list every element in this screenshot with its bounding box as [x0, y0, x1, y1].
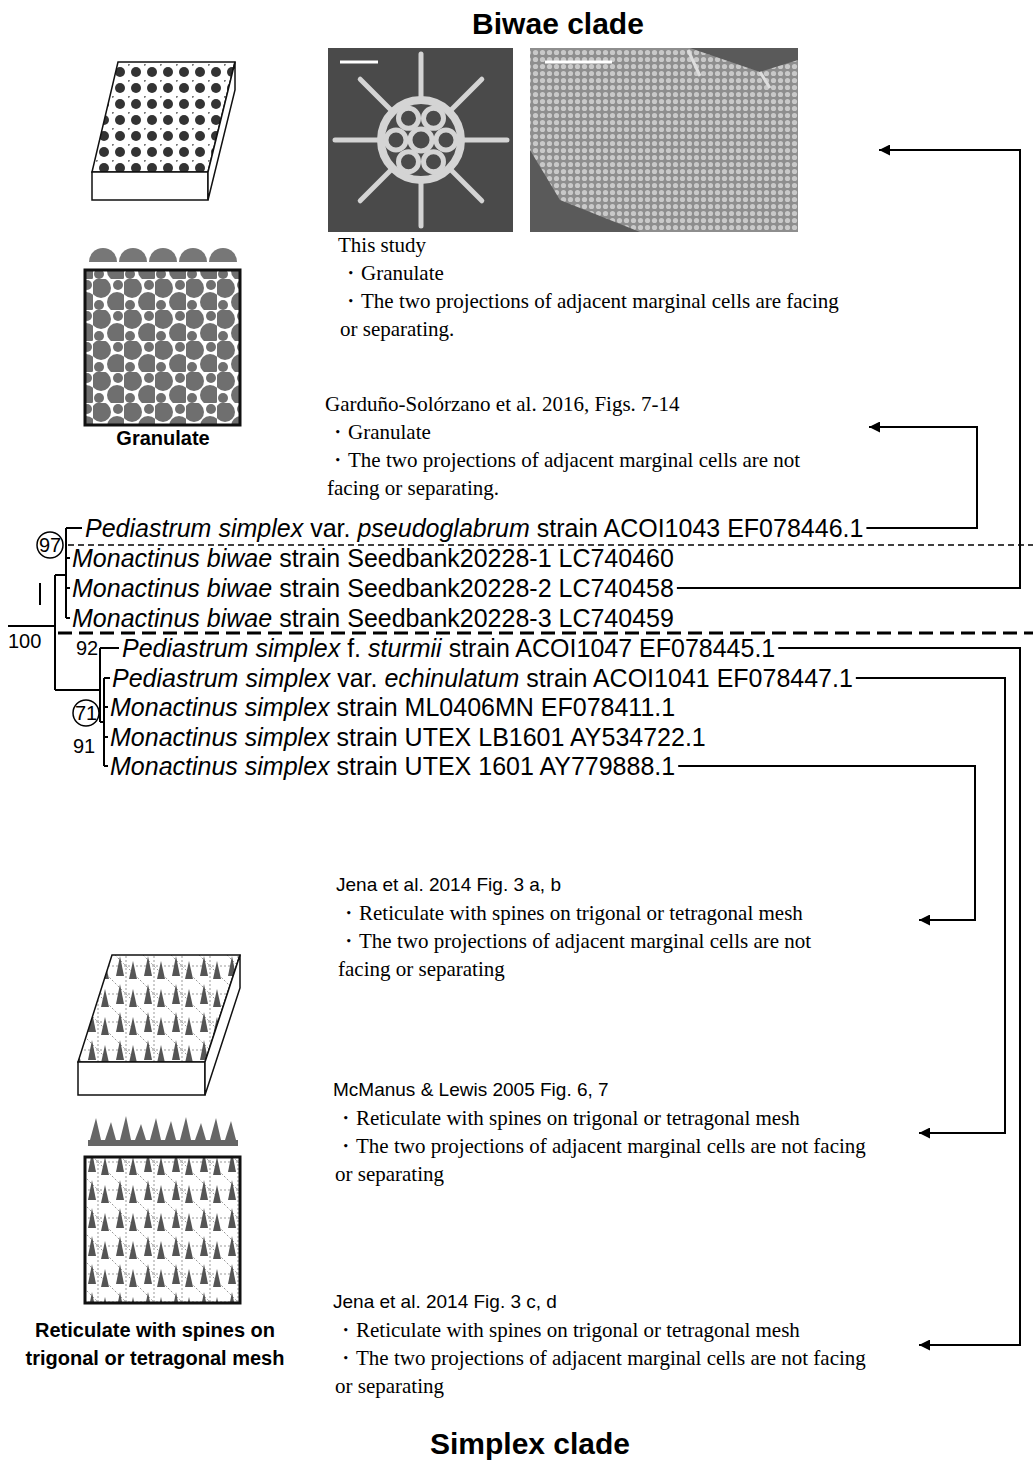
bootstrap-value: 100 — [8, 631, 41, 651]
character-note: ・The two projections of adjacent margina… — [325, 446, 843, 502]
taxon-text: Pediastrum simplex — [112, 664, 330, 692]
taxon-text: Monactinus simplex — [110, 752, 330, 780]
character-note: ・The two projections of adjacent margina… — [333, 1344, 868, 1400]
taxon-text: Monactinus simplex — [110, 693, 330, 721]
character-note: ・Granulate — [338, 259, 853, 287]
description-block: McManus & Lewis 2005 Fig. 6, 7・Reticulat… — [333, 1076, 918, 1188]
bootstrap-value: 92 — [76, 638, 98, 658]
character-note: ・The two projections of adjacent margina… — [336, 927, 862, 983]
taxon-label: Monactinus biwaestrain Seedbank20228-1 L… — [72, 544, 674, 572]
taxon-text: var. — [337, 664, 377, 692]
reticulate-block — [78, 955, 240, 1095]
taxon-text: Monactinus simplex — [110, 723, 330, 751]
taxon-text: echinulatum — [384, 664, 519, 692]
taxon-text: strain UTEX LB1601 AY534722.1 — [337, 723, 706, 751]
sem-photo — [328, 48, 513, 232]
cell-surface — [530, 48, 798, 232]
taxon-text: pseudoglabrum — [357, 514, 529, 542]
bootstrap-value: 97 — [39, 535, 61, 555]
illustration-caption: Reticulate with spines on trigonal or te… — [24, 1316, 286, 1372]
taxon-text: Monactinus biwae — [72, 544, 272, 572]
taxon-text: strain ACOI1041 EF078447.1 — [526, 664, 853, 692]
citation-heading: Jena et al. 2014 Fig. 3 a, b — [336, 871, 862, 899]
character-note: ・Reticulate with spines on trigonal or t… — [333, 1316, 868, 1344]
taxon-text: Monactinus biwae — [72, 574, 272, 602]
description-block: Jena et al. 2014 Fig. 3 a, b・Reticulate … — [336, 871, 918, 983]
taxon-text: strain Seedbank20228-1 LC740460 — [279, 544, 674, 572]
bootstrap-value: 71 — [75, 703, 97, 723]
spine-profile — [88, 1116, 238, 1146]
taxon-text: Pediastrum simplex — [122, 634, 340, 662]
description-block: Jena et al. 2014 Fig. 3 c, d・Reticulate … — [333, 1288, 918, 1400]
taxon-label: Monactinus biwaestrain Seedbank20228-2 L… — [72, 574, 674, 602]
taxon-label: Monactinus simplexstrain UTEX 1601 AY779… — [110, 752, 675, 780]
citation-heading: This study — [338, 231, 853, 259]
illustration-caption: Granulate — [116, 424, 209, 452]
taxon-text: strain ACOI1043 EF078446.1 — [537, 514, 864, 542]
connector-arrow — [778, 648, 1020, 1345]
connector-arrow — [678, 766, 975, 920]
citation-heading: Jena et al. 2014 Fig. 3 c, d — [333, 1288, 868, 1316]
character-note: ・Reticulate with spines on trigonal or t… — [336, 899, 862, 927]
character-note: ・The two projections of adjacent margina… — [333, 1132, 868, 1188]
taxon-text: strain ML0406MN EF078411.1 — [337, 693, 676, 721]
character-note: ・Granulate — [325, 418, 843, 446]
taxon-text: f. — [347, 634, 361, 662]
bootstrap-value: 91 — [73, 736, 95, 756]
connector-arrow — [866, 427, 977, 528]
citation-heading: McManus & Lewis 2005 Fig. 6, 7 — [333, 1076, 868, 1104]
taxon-text: var. — [310, 514, 350, 542]
surface-edge — [688, 50, 770, 88]
taxon-label: Pediastrum simplexvar.echinulatumstrain … — [112, 664, 853, 692]
taxon-text: Monactinus biwae — [72, 604, 272, 632]
description-block: Garduño-Solórzano et al. 2016, Figs. 7-1… — [325, 390, 868, 502]
reticulate-surface — [85, 1157, 240, 1303]
scale-bar — [340, 61, 378, 64]
taxon-text: strain Seedbank20228-2 LC740458 — [279, 574, 674, 602]
connector-arrow — [856, 678, 1005, 1133]
granulate-block — [92, 62, 235, 200]
taxon-text: strain Seedbank20228-3 LC740459 — [279, 604, 674, 632]
bootstrap-circle — [37, 532, 63, 558]
character-note: ・Reticulate with spines on trigonal or t… — [333, 1104, 868, 1132]
taxon-text: Pediastrum simplex — [85, 514, 303, 542]
taxon-label: Pediastrum simplexvar.pseudoglabrum strai… — [85, 514, 863, 542]
granule-profile — [89, 248, 237, 262]
colony-drawing — [335, 54, 507, 226]
clade-title: Simplex clade — [430, 1426, 630, 1462]
granulate-surface — [85, 270, 240, 425]
citation-heading: Garduño-Solórzano et al. 2016, Figs. 7-1… — [325, 390, 843, 418]
taxon-label: Monactinus biwaestrain Seedbank20228-3 L… — [72, 604, 674, 632]
connector-group — [677, 150, 1020, 1345]
taxon-text: strain UTEX 1601 AY779888.1 — [337, 752, 676, 780]
scale-bar — [545, 61, 612, 64]
bootstrap-circle — [73, 700, 99, 726]
taxon-text: sturmii — [368, 634, 442, 662]
clade-title: Biwae clade — [472, 6, 644, 42]
sem-photo — [530, 48, 798, 232]
description-block: This study・Granulate・The two projections… — [338, 44, 878, 343]
taxon-label: Monactinus simplexstrain ML0406MN EF0784… — [110, 693, 675, 721]
taxon-label: Pediastrum simplexf.sturmiistrain ACOI10… — [122, 634, 775, 662]
character-note: ・The two projections of adjacent margina… — [338, 287, 853, 343]
taxon-label: Monactinus simplexstrain UTEX LB1601 AY5… — [110, 723, 706, 751]
taxon-text: strain ACOI1047 EF078445.1 — [449, 634, 776, 662]
